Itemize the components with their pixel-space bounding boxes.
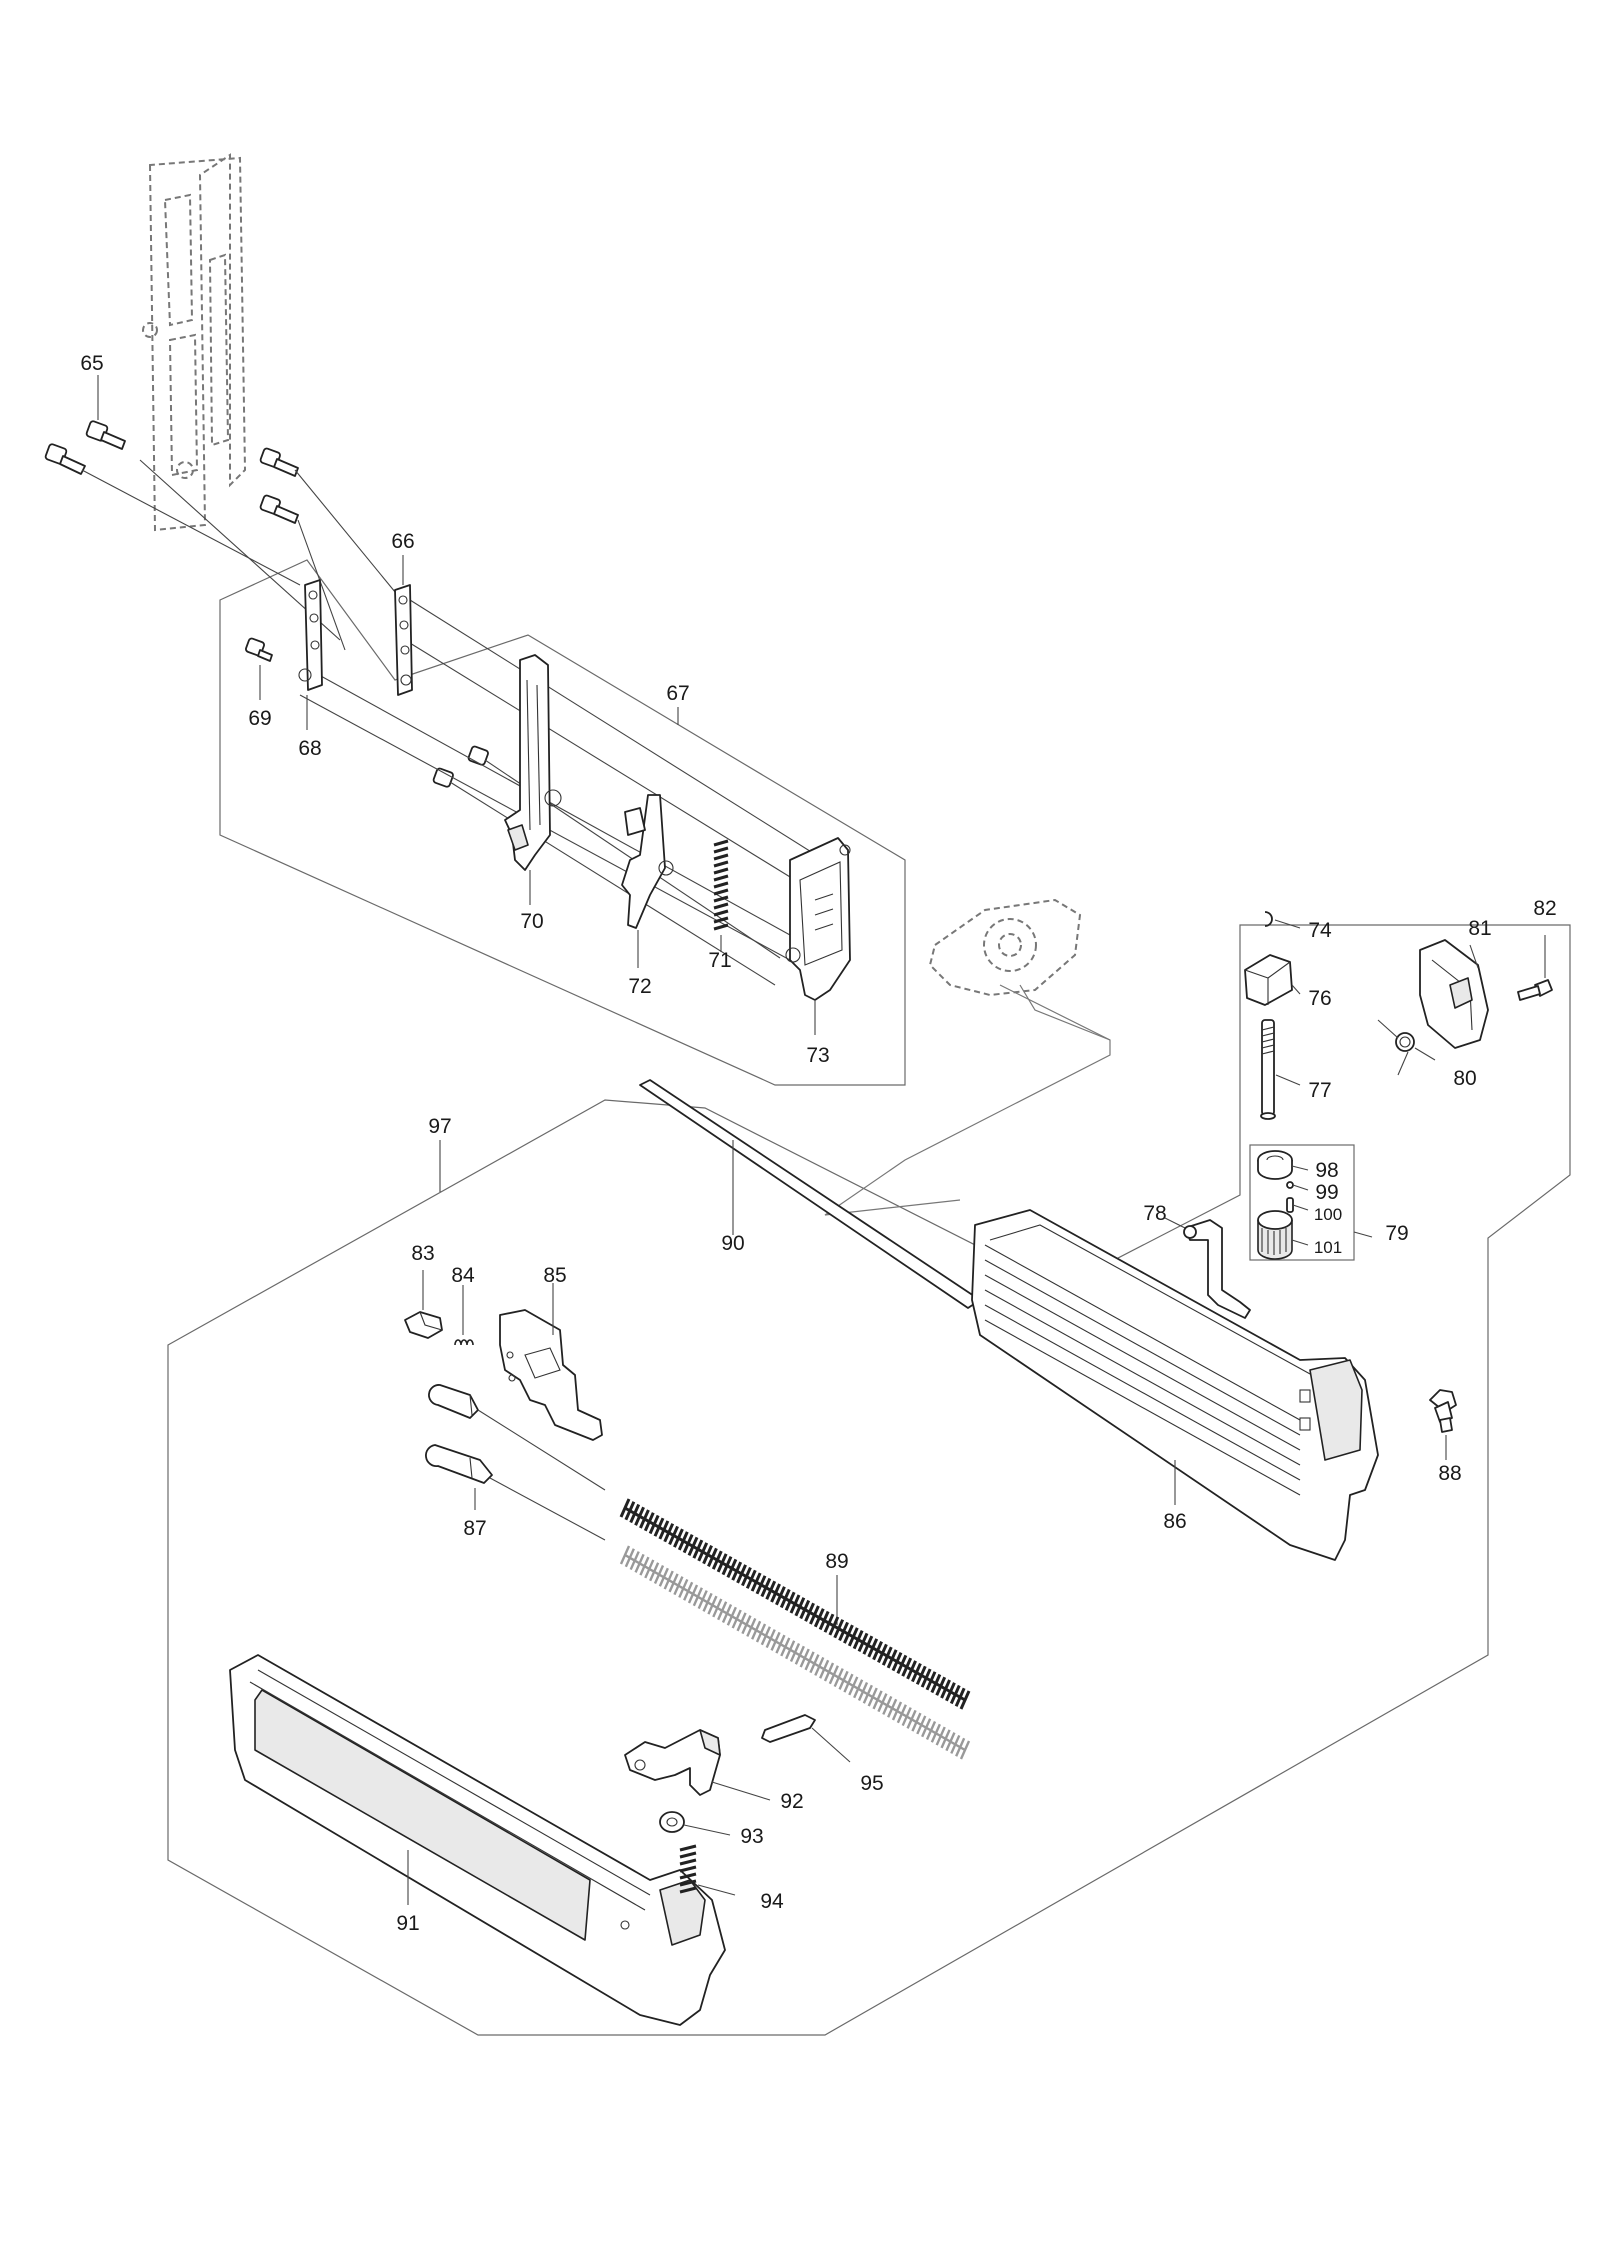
group-outline-67	[219, 559, 906, 1086]
latch-83	[404, 1270, 443, 1339]
group-outline-97	[167, 924, 1571, 2036]
ring-74	[1264, 911, 1301, 929]
driver-guide-70	[504, 654, 562, 905]
label-78: 78	[1143, 1202, 1166, 1225]
part-number-labels: 65 66 67 68 69 70 71 72 73 74 76 77 78 7…	[80, 352, 1556, 1935]
label-101: 101	[1314, 1238, 1342, 1257]
label-100: 100	[1314, 1205, 1342, 1224]
label-81: 81	[1468, 917, 1491, 940]
label-82: 82	[1533, 897, 1556, 920]
label-88: 88	[1438, 1462, 1461, 1485]
spring-89	[619, 1498, 971, 1760]
label-80: 80	[1453, 1067, 1476, 1090]
spring-71	[713, 839, 729, 952]
plate-68	[298, 579, 323, 730]
label-91: 91	[396, 1912, 419, 1935]
spring-94	[679, 1844, 736, 1896]
plate-66	[394, 555, 413, 696]
screw-82	[1517, 935, 1553, 1001]
label-97: 97	[428, 1115, 451, 1138]
label-68: 68	[298, 737, 321, 760]
label-72: 72	[628, 975, 651, 998]
label-95: 95	[860, 1772, 883, 1795]
block-76	[1244, 954, 1301, 1006]
label-86: 86	[1163, 1510, 1186, 1533]
label-92: 92	[780, 1790, 803, 1813]
housing-73	[785, 837, 851, 1035]
alignment-lines	[81, 459, 841, 986]
bolt-a	[44, 443, 86, 475]
label-83: 83	[411, 1242, 434, 1265]
spring-84	[454, 1285, 474, 1346]
pin-88	[1429, 1389, 1457, 1460]
ghost-frame-parts	[142, 153, 1111, 1216]
label-85: 85	[543, 1264, 566, 1287]
washer-93	[659, 1811, 731, 1836]
label-73: 73	[806, 1044, 829, 1067]
bolt-c	[259, 494, 299, 524]
label-79: 79	[1385, 1222, 1408, 1245]
magazine-rail-86	[971, 1209, 1379, 1561]
assembly-79	[1257, 1150, 1373, 1260]
label-93: 93	[740, 1825, 763, 1848]
shaft-77	[1260, 1019, 1301, 1120]
spring-80	[1377, 1019, 1436, 1076]
bracket-78	[1164, 1217, 1251, 1319]
lever-92	[624, 1729, 771, 1801]
label-90: 90	[721, 1232, 744, 1255]
bolt-e	[432, 767, 454, 788]
label-77: 77	[1308, 1079, 1331, 1102]
label-87: 87	[463, 1517, 486, 1540]
plate-85	[499, 1283, 603, 1441]
magazine-body-91	[229, 1654, 726, 2026]
label-99: 99	[1315, 1181, 1338, 1204]
group-outline-79	[1249, 1144, 1355, 1261]
label-84: 84	[451, 1264, 475, 1287]
bolt-65	[85, 375, 126, 450]
label-94: 94	[760, 1890, 784, 1913]
label-66: 66	[391, 530, 414, 553]
label-67: 67	[666, 682, 689, 705]
cover-81	[1419, 939, 1489, 1049]
label-65: 65	[80, 352, 103, 375]
label-70: 70	[520, 910, 543, 933]
label-69: 69	[248, 707, 271, 730]
bolt-69	[245, 637, 273, 700]
label-76: 76	[1308, 987, 1331, 1010]
pawl-72	[621, 794, 674, 968]
label-89: 89	[825, 1550, 848, 1573]
label-74: 74	[1308, 919, 1332, 942]
strip-90	[639, 1079, 981, 1309]
label-98: 98	[1315, 1159, 1338, 1182]
bolt-b	[259, 447, 299, 477]
label-71: 71	[708, 949, 731, 972]
pin-95	[761, 1714, 851, 1763]
pins-87	[425, 1384, 606, 1541]
